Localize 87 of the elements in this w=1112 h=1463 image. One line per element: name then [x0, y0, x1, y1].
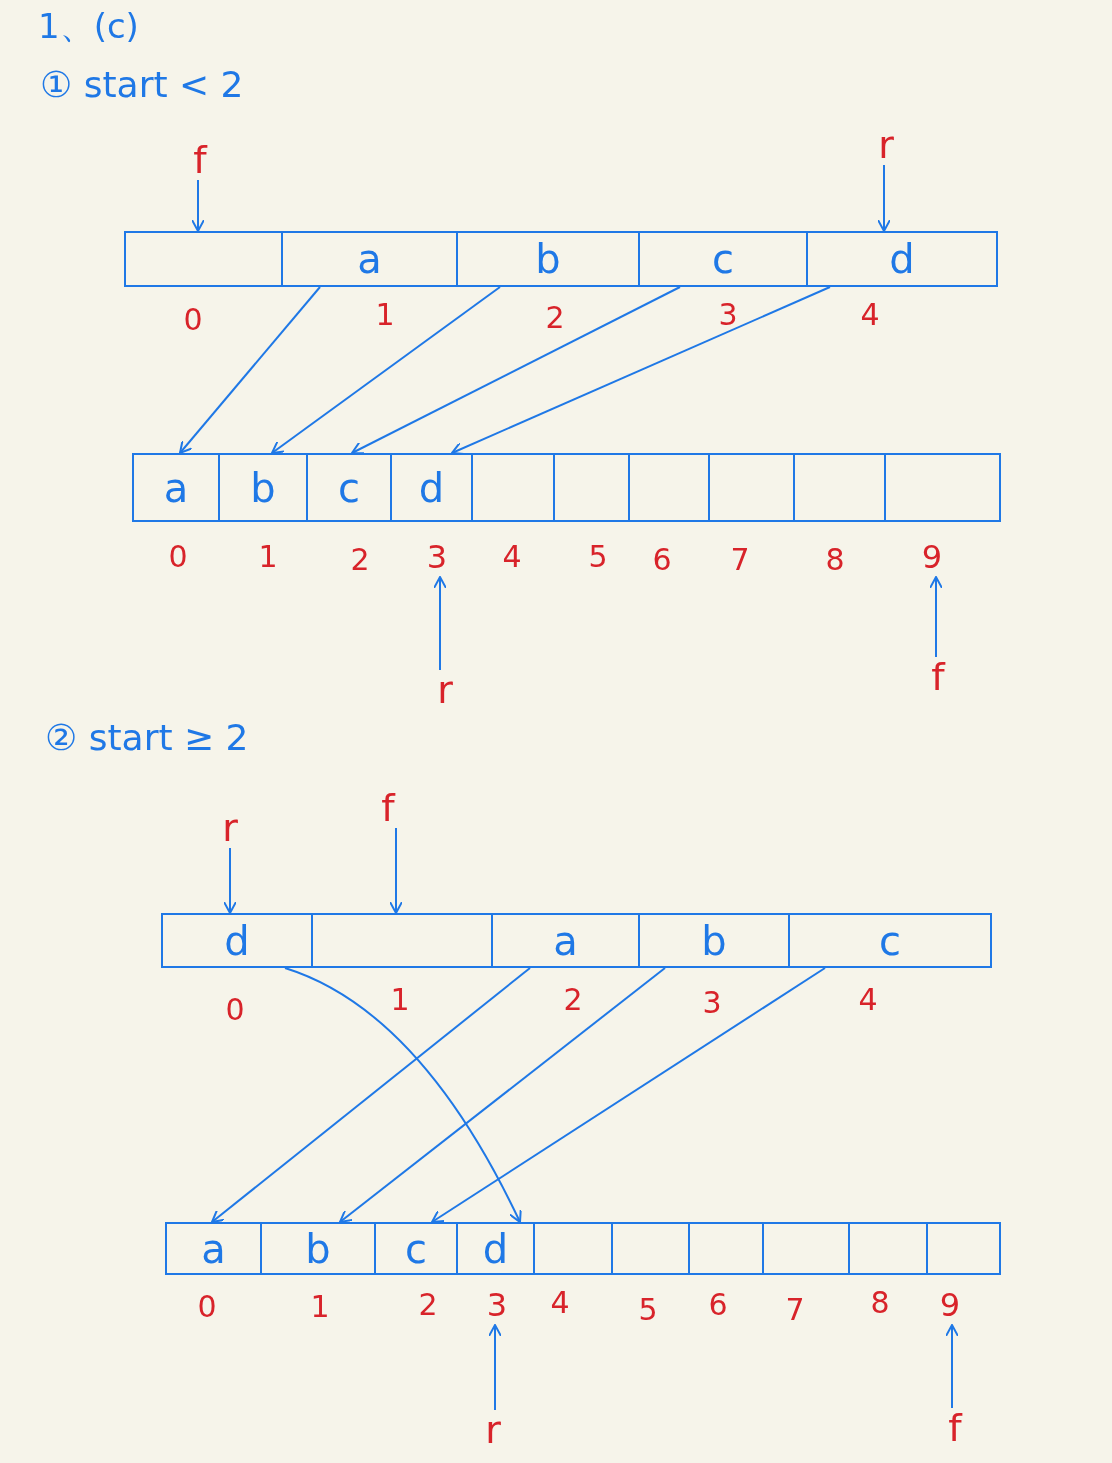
array-cell: [688, 1222, 764, 1275]
case-heading: ② start ≥ 2: [45, 720, 249, 756]
index-number: 0: [168, 542, 188, 572]
index-number: 2: [545, 303, 565, 333]
array-cell: c: [306, 453, 392, 522]
pointer-label: f: [185, 140, 215, 180]
pointer-label: f: [923, 657, 953, 697]
arrow: [929, 576, 943, 658]
arrow: [223, 847, 237, 914]
index-number: 0: [197, 1292, 217, 1322]
index-number: 4: [550, 1288, 570, 1318]
index-number: 9: [935, 1285, 965, 1325]
arrow: [191, 179, 205, 232]
index-number: 1: [310, 1292, 330, 1322]
array-cell: d: [161, 913, 313, 968]
array-cell: [124, 231, 283, 287]
index-number: 7: [730, 545, 750, 575]
array-cell: [611, 1222, 690, 1275]
arrow: [351, 286, 681, 455]
array-cell: [311, 913, 493, 968]
arrow: [211, 967, 531, 1223]
array-cell: [471, 453, 555, 522]
array-cell: [762, 1222, 850, 1275]
array-cell: b: [456, 231, 640, 287]
pointer-label: r: [478, 1410, 508, 1450]
index-number: 8: [870, 1288, 890, 1318]
array-cell: c: [788, 913, 992, 968]
index-number: 3: [482, 1285, 512, 1325]
array-cell: b: [218, 453, 308, 522]
array-cell: b: [260, 1222, 376, 1275]
arrow: [431, 967, 826, 1223]
array-cell: [553, 453, 630, 522]
case-heading: ① start < 2: [40, 67, 244, 103]
pointer-label: r: [430, 670, 460, 710]
title: 1、(c): [38, 5, 139, 48]
index-number: 2: [418, 1290, 438, 1320]
index-number: 1: [258, 542, 278, 572]
array-cell: [628, 453, 710, 522]
array-cell: [793, 453, 886, 522]
index-number: 8: [825, 545, 845, 575]
index-number: 0: [225, 995, 245, 1025]
array-cell: b: [638, 913, 790, 968]
index-number: 2: [350, 545, 370, 575]
array-cell: [884, 453, 1001, 522]
pointer-label: f: [373, 788, 403, 828]
index-number: 5: [638, 1295, 658, 1325]
array-cell: d: [806, 231, 998, 287]
index-number: 2: [563, 985, 583, 1015]
array-cell: a: [132, 453, 220, 522]
arrow: [433, 576, 447, 671]
array-cell: a: [165, 1222, 262, 1275]
index-number: 7: [785, 1295, 805, 1325]
arrow: [339, 967, 666, 1223]
arrow: [179, 286, 321, 454]
array-cell: [533, 1222, 613, 1275]
index-number: 0: [183, 305, 203, 335]
arrow: [945, 1324, 959, 1409]
index-number: 3: [702, 988, 722, 1018]
index-number: 4: [858, 985, 878, 1015]
index-number: 4: [502, 542, 522, 572]
index-number: 6: [708, 1290, 728, 1320]
array-cell: d: [390, 453, 473, 522]
arrow: [488, 1324, 502, 1411]
array-cell: c: [638, 231, 808, 287]
index-number: 4: [860, 300, 880, 330]
index-number: 3: [718, 300, 738, 330]
index-number: 3: [422, 537, 452, 577]
index-number: 9: [917, 537, 947, 577]
pointer-label: r: [215, 808, 245, 848]
array-cell: c: [374, 1222, 458, 1275]
arrow: [389, 827, 403, 914]
arrow: [271, 286, 501, 454]
pointer-label: r: [871, 125, 901, 165]
index-number: 1: [390, 985, 410, 1015]
arrow: [451, 286, 831, 456]
arrow: [877, 164, 891, 232]
array-cell: a: [491, 913, 640, 968]
array-cell: a: [281, 231, 458, 287]
array-cell: [926, 1222, 1001, 1275]
array-cell: d: [456, 1222, 535, 1275]
arrow: [284, 967, 522, 1223]
index-number: 6: [652, 545, 672, 575]
pointer-label: f: [940, 1408, 970, 1448]
index-number: 1: [375, 300, 395, 330]
index-number: 5: [588, 542, 608, 572]
array-cell: [848, 1222, 928, 1275]
array-cell: [708, 453, 795, 522]
